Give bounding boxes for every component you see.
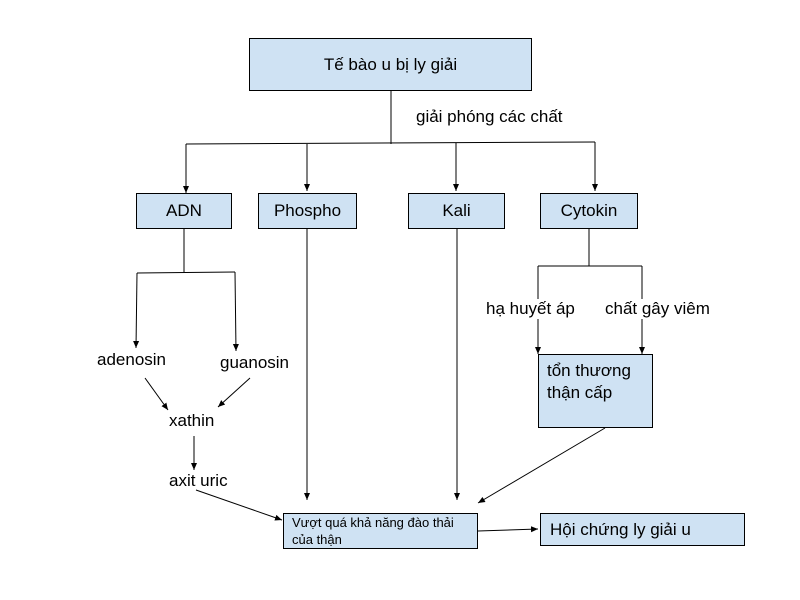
label-adenosin: adenosin: [97, 350, 167, 369]
label-inflammatory: chất gây viêm: [605, 299, 710, 319]
node-exceed-kidney-text: Vượt quá khả năng đào thải của thận: [292, 515, 454, 547]
arrow-guanosin-xathin: [217, 377, 251, 408]
label-uric-acid: axit uric: [169, 471, 228, 490]
node-tumor-lysis: Tế bào u bị ly giải: [249, 38, 532, 91]
node-adn: ADN: [136, 193, 232, 229]
node-phospho: Phospho: [258, 193, 357, 229]
arrow-to-adenosin: [133, 272, 140, 349]
node-syndrome: Hội chứng ly giải u: [540, 513, 745, 546]
arrow-uric-exceed: [195, 489, 283, 521]
node-cytokin: Cytokin: [540, 193, 638, 229]
arrow-adenosin-xathin: [144, 377, 169, 411]
node-kali-text: Kali: [442, 201, 471, 220]
arrow-to-guanosin: [232, 271, 239, 352]
node-cytokin-text: Cytokin: [560, 201, 618, 220]
label-guanosin: guanosin: [220, 353, 290, 372]
node-syndrome-text: Hội chứng ly giải u: [550, 519, 691, 539]
label-xathin: xathin: [169, 411, 215, 430]
node-acute-kidney-injury: tổn thương thận cấp: [538, 354, 653, 428]
label-release: giải phóng các chất: [416, 107, 563, 126]
arrow-exceed-syndrome: [477, 526, 539, 533]
label-hypotension: hạ huyết áp: [486, 299, 575, 319]
node-tumor-lysis-text: Tế bào u bị ly giải: [323, 54, 458, 74]
branch-bar-line: [185, 141, 596, 145]
node-phospho-text: Phospho: [273, 201, 342, 220]
arrow-kidney-exceed: [477, 427, 606, 504]
adn-split-bar: [136, 271, 236, 274]
node-kali: Kali: [408, 193, 505, 229]
node-exceed-kidney: Vượt quá khả năng đào thải của thận: [283, 513, 478, 549]
node-adn-text: ADN: [166, 201, 202, 220]
node-acute-kidney-injury-text: tổn thương thận cấp: [547, 361, 631, 402]
